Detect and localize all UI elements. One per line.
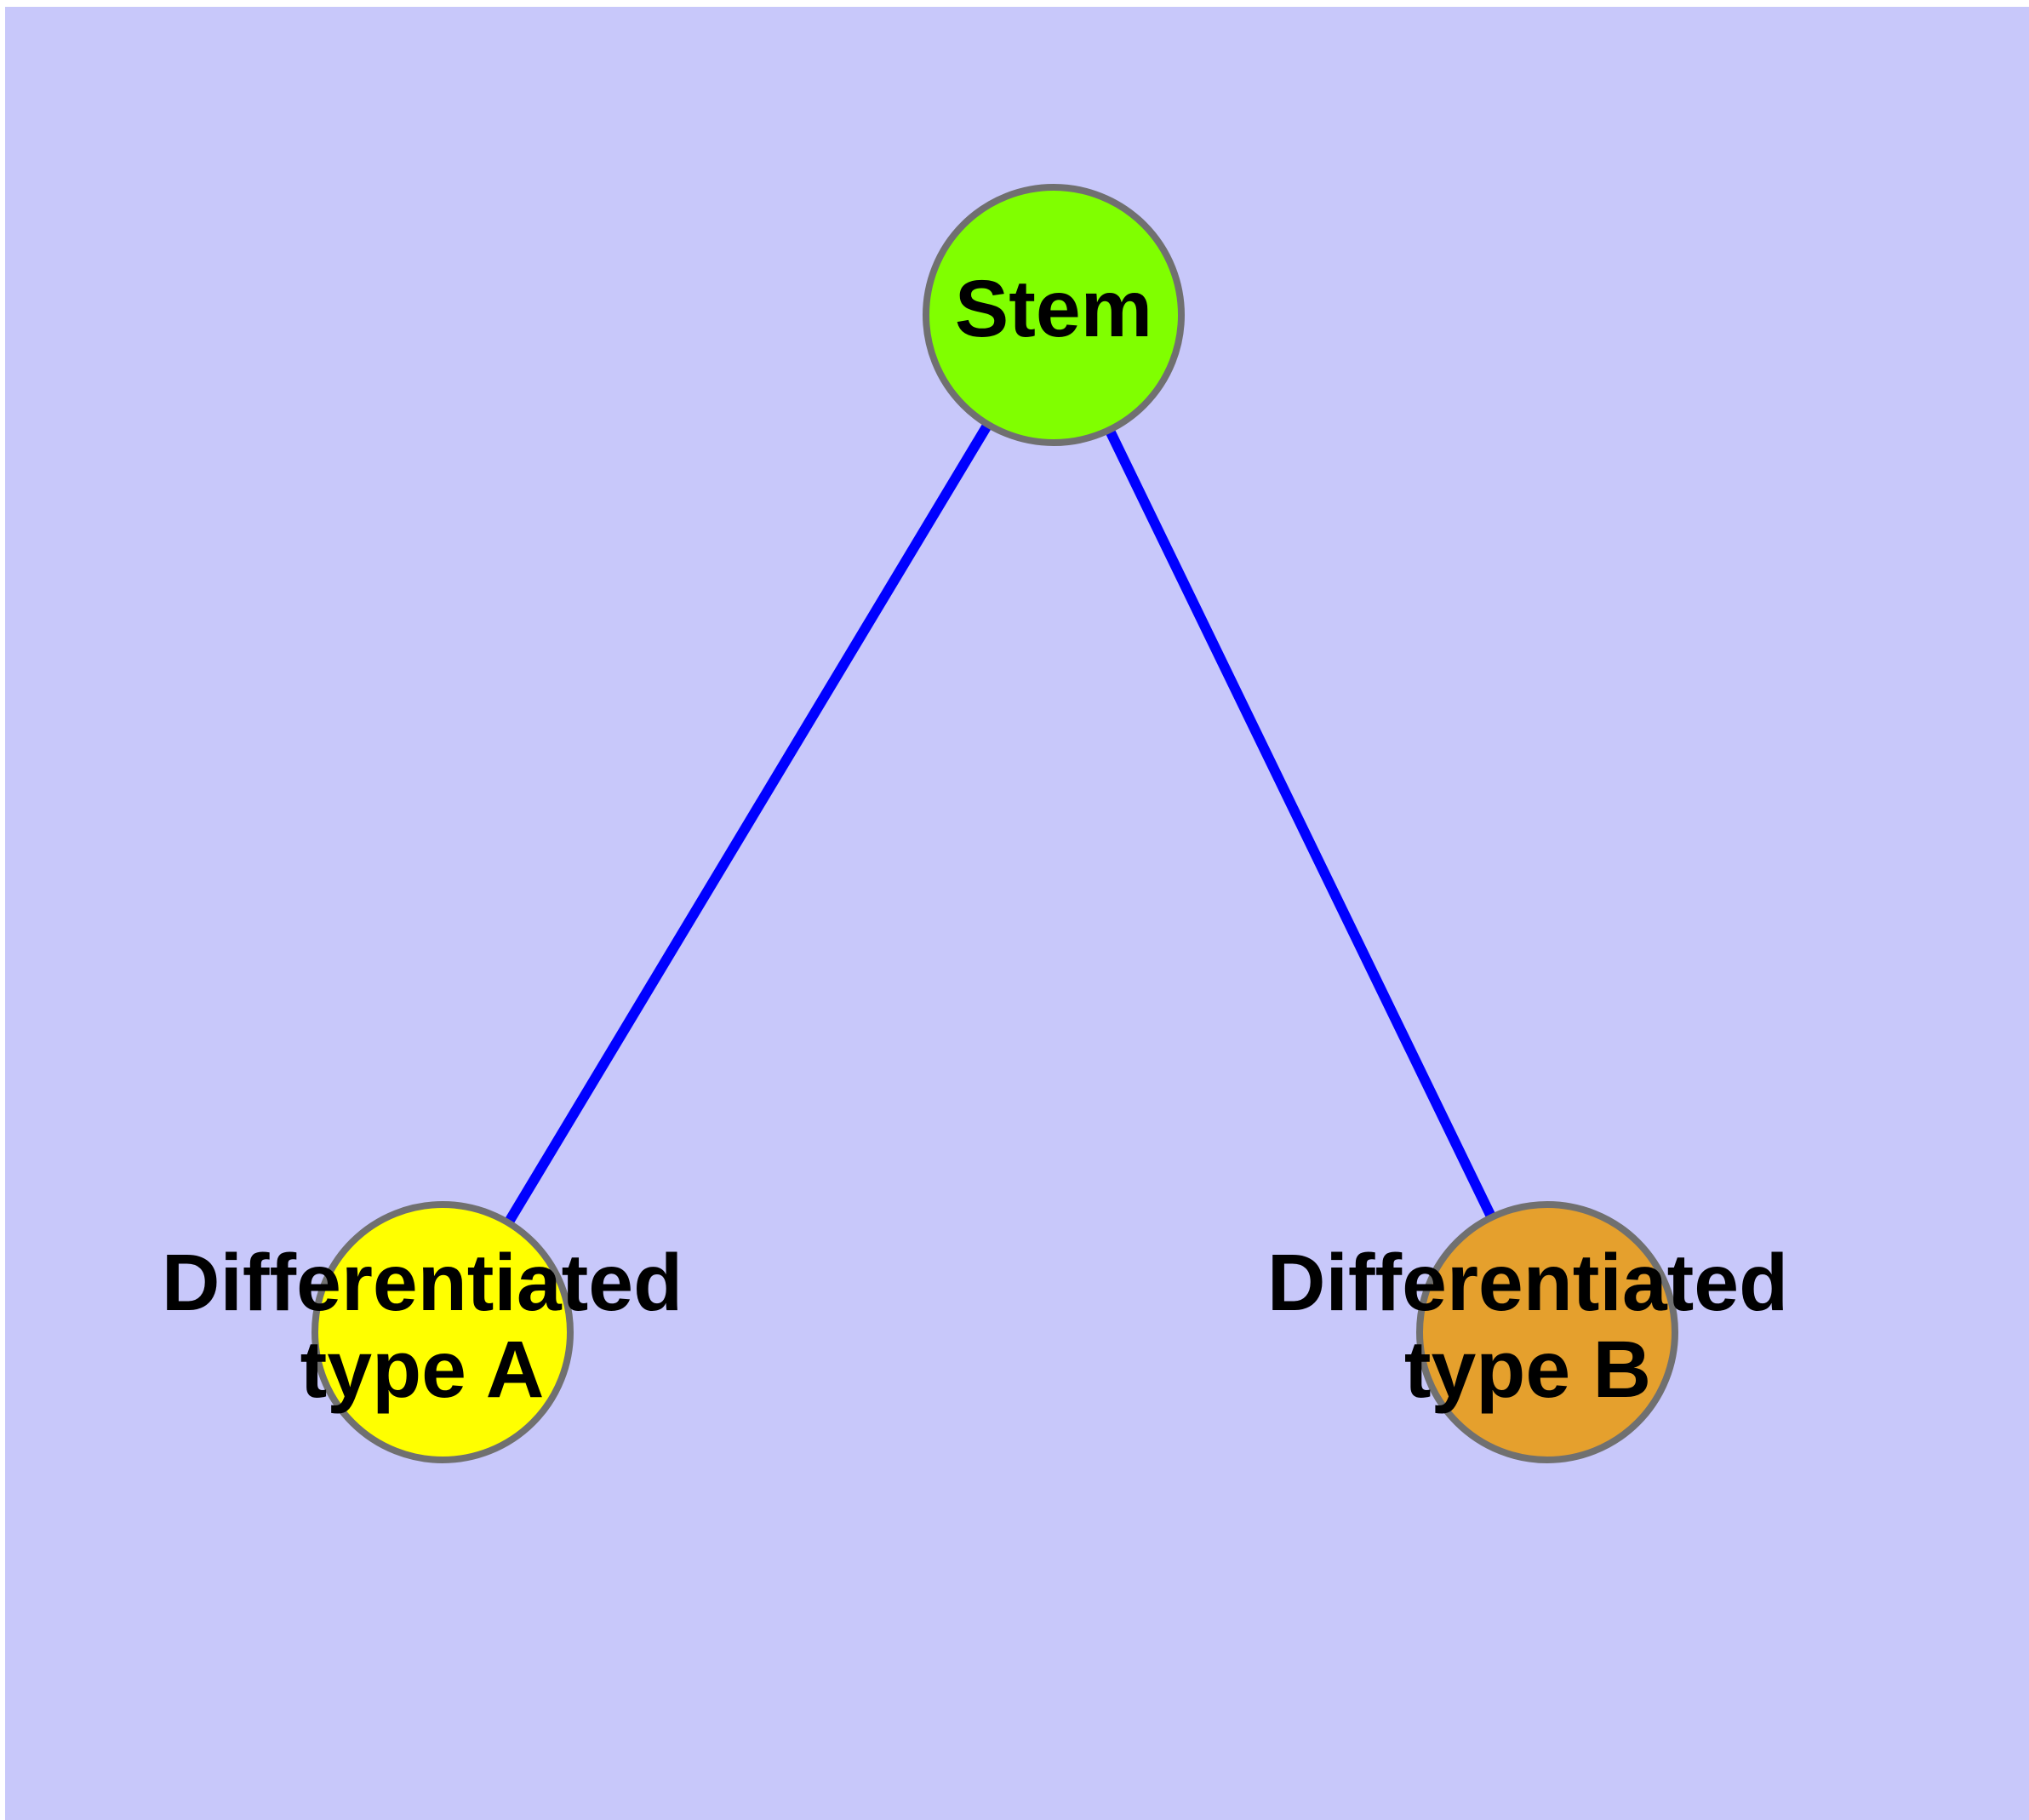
node-label-stem: Stem: [955, 264, 1152, 354]
node-label-line: Differentiated: [1267, 1238, 1788, 1328]
node-label-line: type A: [300, 1325, 545, 1415]
node-label-line: Differentiated: [162, 1238, 683, 1328]
node-label-line: type B: [1404, 1325, 1651, 1415]
node-label-line: Stem: [955, 264, 1152, 354]
edge-stem-diff-b[interactable]: [1105, 429, 1496, 1218]
node-layer: [311, 184, 1678, 1463]
edge-stem-diff-a[interactable]: [505, 423, 992, 1224]
edge-layer: [505, 423, 1496, 1224]
node-diff_a[interactable]: [311, 1201, 574, 1463]
node-diff_b[interactable]: [1416, 1201, 1678, 1463]
node-stem[interactable]: [923, 184, 1185, 446]
